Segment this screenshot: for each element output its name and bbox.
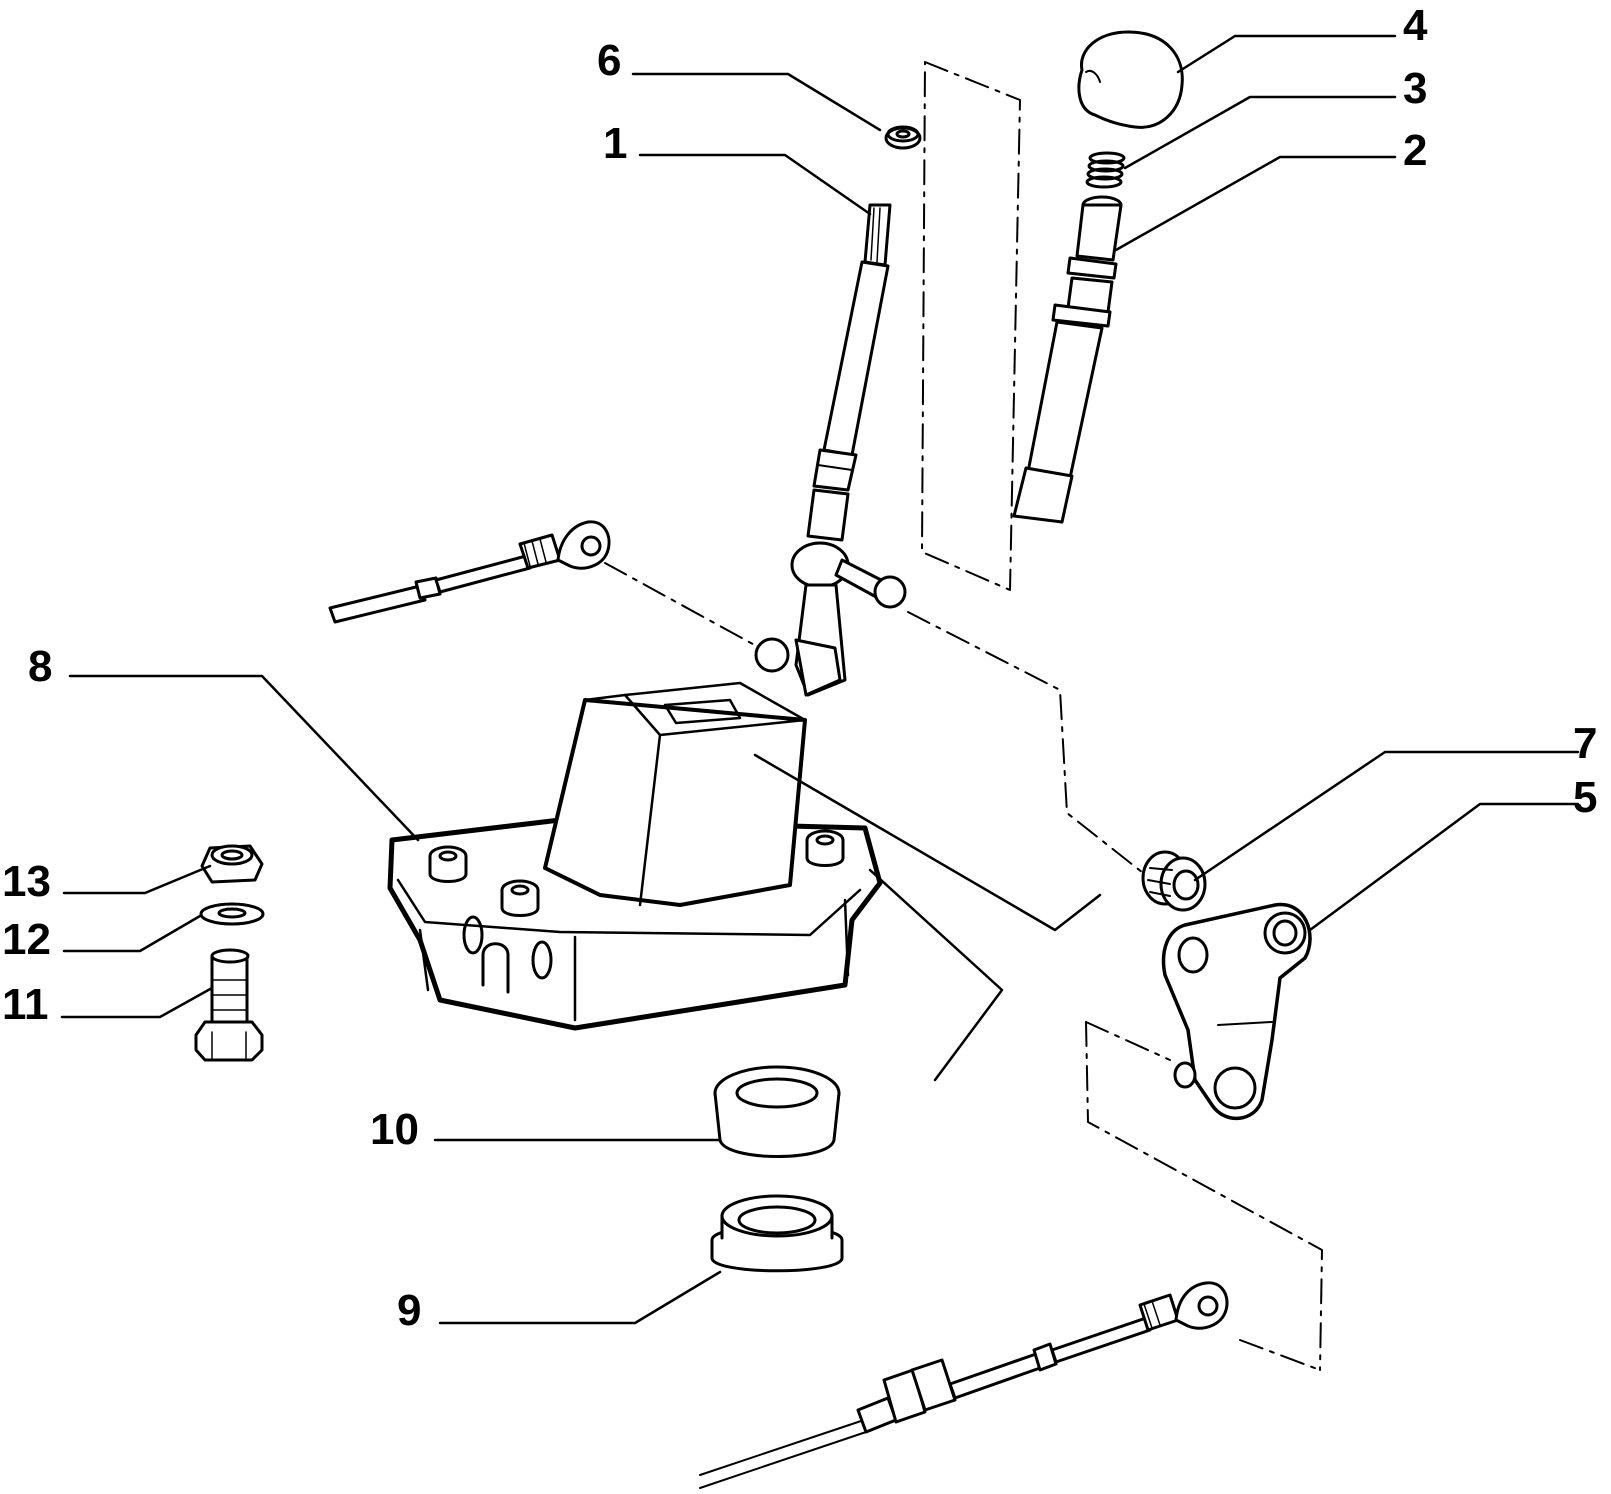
gear-lever-part (754, 203, 907, 697)
callout-3: 3 (1403, 64, 1427, 113)
assembly-guide-lines (604, 61, 1323, 1371)
callout-6: 6 (597, 36, 621, 85)
grommet-part (713, 1065, 841, 1158)
shift-housing-part (387, 681, 883, 1031)
bushing-part (1141, 850, 1207, 912)
callout-2: 2 (1403, 126, 1427, 175)
leader-lines (60, 34, 1580, 1325)
washer-part (199, 902, 265, 926)
callout-11: 11 (2, 980, 49, 1029)
callout-labels: 1 2 3 4 5 6 7 8 9 10 11 12 13 (2, 1, 1597, 1335)
callout-4: 4 (1403, 1, 1428, 50)
nut-part (200, 844, 264, 884)
callout-1: 1 (603, 119, 627, 168)
callout-5: 5 (1573, 773, 1597, 822)
upper-control-cable (328, 520, 611, 624)
callout-13: 13 (2, 857, 51, 906)
selector-lever-part (1161, 902, 1312, 1121)
callout-8: 8 (28, 642, 52, 691)
boot-seal-part (710, 1194, 844, 1273)
callout-9: 9 (397, 1286, 421, 1335)
lower-control-cable (699, 1281, 1229, 1489)
lever-sleeve-part (1012, 195, 1123, 524)
callout-10: 10 (370, 1105, 419, 1154)
spring-part (1085, 151, 1126, 189)
small-washer-part (884, 125, 922, 150)
gear-knob-part (1077, 30, 1184, 129)
callout-12: 12 (2, 915, 51, 964)
bolt-part (194, 948, 264, 1062)
callout-7: 7 (1573, 719, 1597, 768)
